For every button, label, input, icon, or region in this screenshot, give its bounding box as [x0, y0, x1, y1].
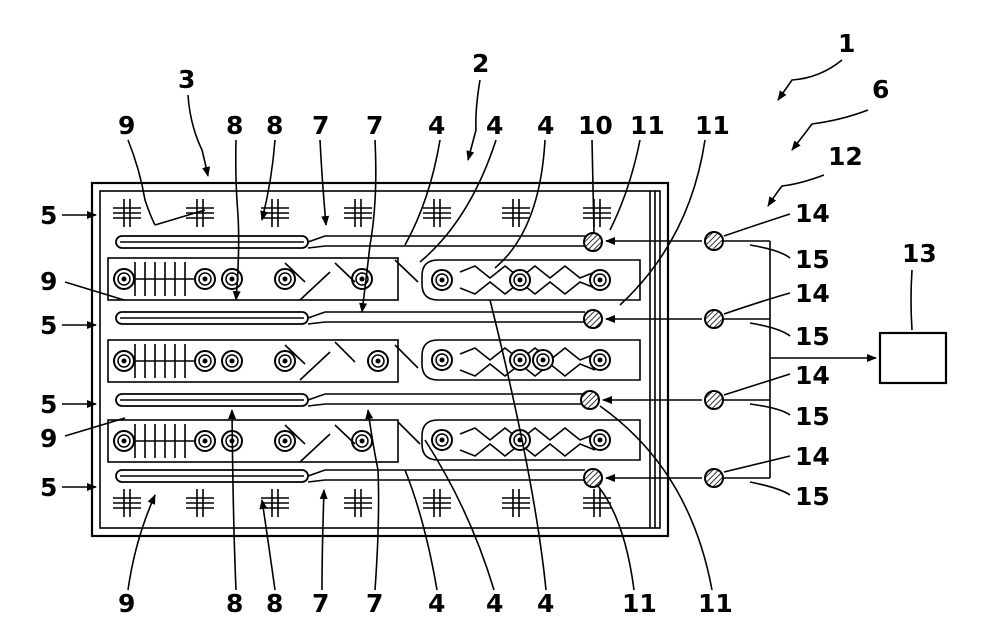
right-modules — [422, 260, 640, 460]
label-15-b: 15 — [795, 322, 830, 351]
label-9-top: 9 — [118, 111, 135, 140]
label-11-top-a: 11 — [630, 111, 665, 140]
label-14-c: 14 — [795, 361, 830, 390]
label-4-top-c: 4 — [537, 111, 554, 140]
label-5-b: 5 — [40, 311, 57, 340]
label-8-top-b: 8 — [266, 111, 283, 140]
label-7-bottom-a: 7 — [312, 589, 329, 618]
cell-rows — [108, 258, 420, 462]
label-7-top-b: 7 — [366, 111, 383, 140]
label-7-top-a: 7 — [312, 111, 329, 140]
label-1: 1 — [838, 29, 855, 58]
label-2: 2 — [472, 49, 489, 78]
label-6: 6 — [872, 75, 889, 104]
label-8-bottom-a: 8 — [226, 589, 243, 618]
label-7-bottom-b: 7 — [366, 589, 383, 618]
label-9-bottom: 9 — [118, 589, 135, 618]
label-13: 13 — [902, 239, 937, 268]
label-11-bottom-b: 11 — [698, 589, 733, 618]
label-14-a: 14 — [795, 199, 830, 228]
label-4-bottom-a: 4 — [428, 589, 445, 618]
label-14-d: 14 — [795, 442, 830, 471]
label-15-a: 15 — [795, 245, 830, 274]
label-5-d: 5 — [40, 473, 57, 502]
label-15-c: 15 — [795, 402, 830, 431]
evaluation-unit — [880, 333, 946, 383]
label-9-left-a: 9 — [40, 267, 57, 296]
label-9-left-b: 9 — [40, 424, 57, 453]
label-5-a: 5 — [40, 201, 57, 230]
label-12: 12 — [828, 142, 863, 171]
label-4-bottom-c: 4 — [537, 589, 554, 618]
label-10: 10 — [578, 111, 613, 140]
label-4-top-b: 4 — [486, 111, 503, 140]
label-8-bottom-b: 8 — [266, 589, 283, 618]
label-15-d: 15 — [795, 482, 830, 511]
label-5-c: 5 — [40, 390, 57, 419]
label-4-bottom-b: 4 — [486, 589, 503, 618]
label-3: 3 — [178, 65, 195, 94]
label-14-b: 14 — [795, 279, 830, 308]
label-11-bottom-a: 11 — [622, 589, 657, 618]
label-8-top-a: 8 — [226, 111, 243, 140]
label-11-top-b: 11 — [695, 111, 730, 140]
label-4-top-a: 4 — [428, 111, 445, 140]
